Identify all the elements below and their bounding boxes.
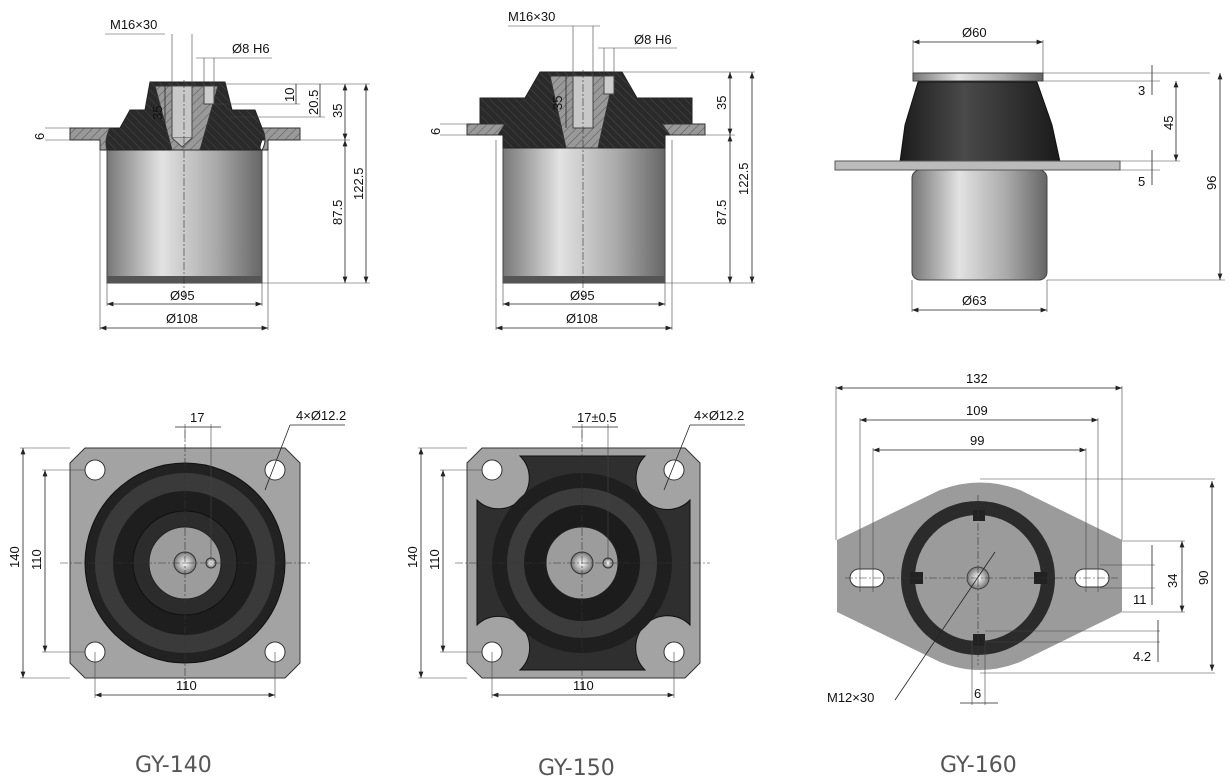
thread-label: M16×30 bbox=[508, 9, 555, 24]
dim-dia-108: Ø108 bbox=[166, 311, 198, 326]
dim-dia-108: Ø108 bbox=[566, 311, 598, 326]
dim-dia-95: Ø95 bbox=[170, 288, 195, 303]
flange-thickness: 6 bbox=[32, 133, 47, 140]
dim-dia-95: Ø95 bbox=[570, 288, 595, 303]
top-plate bbox=[912, 72, 1044, 82]
dim-35: 35 bbox=[330, 104, 345, 118]
dim-45: 45 bbox=[1161, 116, 1176, 130]
dim-122-5: 122.5 bbox=[351, 167, 366, 200]
model-label-gy150: GY-150 bbox=[538, 756, 615, 781]
dim-dia-63: Ø63 bbox=[962, 293, 987, 308]
base-plate bbox=[834, 160, 1121, 171]
flange-thickness: 6 bbox=[428, 128, 443, 135]
dim-10: 10 bbox=[282, 88, 297, 102]
dim-3: 3 bbox=[1138, 83, 1145, 98]
gy160-side-view: Ø60 3 45 5 96 Ø63 bbox=[834, 25, 1225, 313]
dim-35: 35 bbox=[714, 96, 729, 110]
dim-6: 6 bbox=[974, 686, 981, 701]
holes-callout: 4×Ø12.2 bbox=[296, 408, 346, 423]
dim-17-tol: 17±0.5 bbox=[577, 410, 617, 425]
model-label-gy160: GY-160 bbox=[940, 753, 1017, 778]
dim-140: 140 bbox=[405, 546, 420, 568]
dim-34: 34 bbox=[1165, 574, 1180, 588]
dim-11: 11 bbox=[1133, 592, 1147, 607]
rubber-cone bbox=[899, 81, 1061, 163]
dim-140: 140 bbox=[7, 546, 22, 568]
dim-122-5: 122.5 bbox=[736, 162, 751, 195]
gy150-top-view: 140 110 110 17±0.5 4×Ø12.2 bbox=[405, 408, 745, 698]
dim-96: 96 bbox=[1204, 176, 1219, 190]
dim-dia-60: Ø60 bbox=[962, 25, 987, 40]
dim-110-vertical: 110 bbox=[29, 549, 44, 570]
dim-132: 132 bbox=[966, 371, 988, 386]
gy140-side-view: M16×30 Ø8 H6 6 10 20.5 35 35 87.5 122.5 … bbox=[32, 17, 370, 331]
dim-87-5: 87.5 bbox=[714, 200, 729, 225]
pin-label: Ø8 H6 bbox=[232, 41, 270, 56]
dim-90: 90 bbox=[1196, 571, 1211, 585]
dim-35-core: 35 bbox=[150, 106, 165, 120]
gy140-top-view: 140 110 110 17 4×Ø12.2 bbox=[7, 408, 346, 698]
dim-35-core: 35 bbox=[550, 96, 565, 110]
gy160-top-view: 132 109 99 90 34 11 4.2 6 M12×30 bbox=[827, 371, 1215, 705]
dim-110-horizontal: 110 bbox=[176, 678, 197, 693]
dim-4-2: 4.2 bbox=[1133, 649, 1151, 664]
dim-110-vertical: 110 bbox=[427, 549, 442, 570]
steel-cup bbox=[106, 149, 263, 284]
dim-110-horizontal: 110 bbox=[573, 678, 594, 693]
gy150-side-view: M16×30 Ø8 H6 6 35 35 87.5 122.5 Ø95 Ø108 bbox=[428, 9, 755, 331]
dim-5: 5 bbox=[1138, 174, 1145, 189]
dim-17: 17 bbox=[190, 410, 204, 425]
holes-callout: 4×Ø12.2 bbox=[694, 408, 744, 423]
dim-87-5: 87.5 bbox=[330, 200, 345, 225]
thread-callout: M12×30 bbox=[827, 690, 874, 705]
dim-109: 109 bbox=[966, 403, 988, 418]
thread-label: M16×30 bbox=[110, 17, 157, 32]
dim-20-5: 20.5 bbox=[306, 90, 321, 115]
pin-label: Ø8 H6 bbox=[634, 32, 672, 47]
model-label-gy140: GY-140 bbox=[135, 753, 212, 778]
dim-99: 99 bbox=[970, 433, 984, 448]
